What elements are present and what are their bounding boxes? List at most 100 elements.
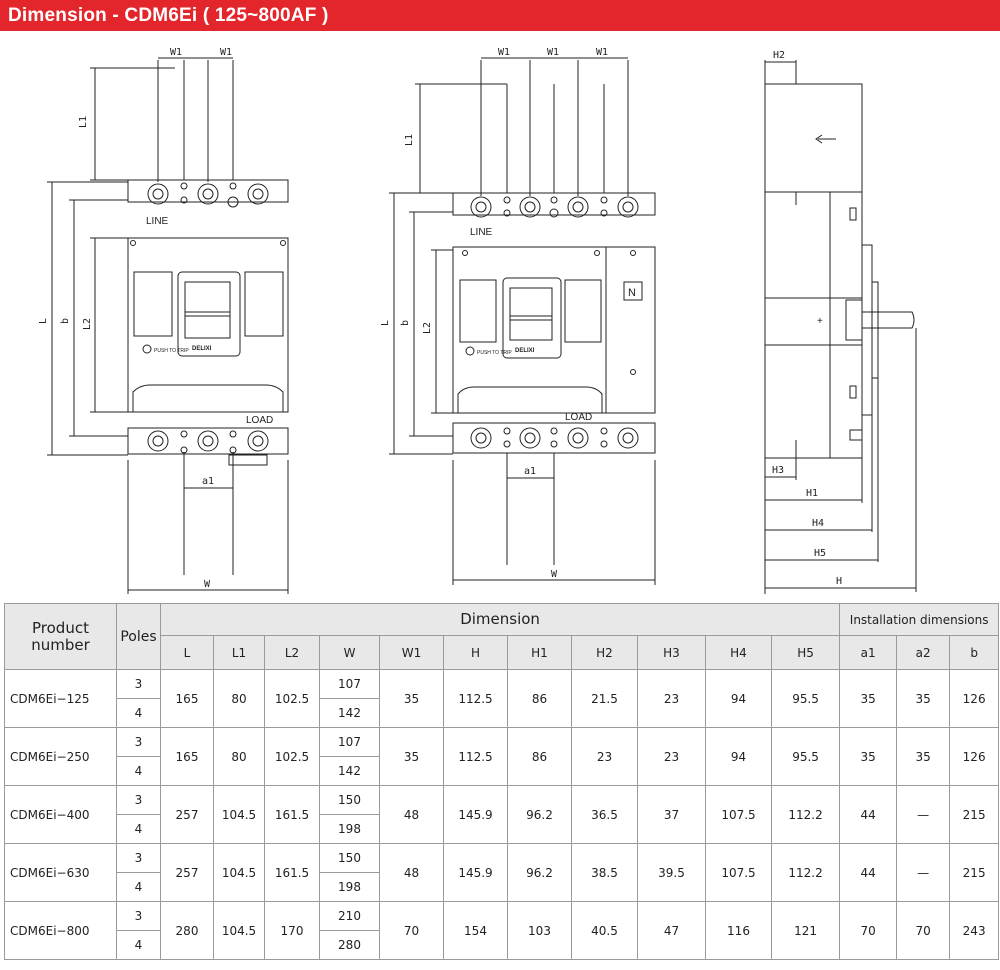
column-header-w1: W1: [379, 635, 444, 670]
cell-product: CDM6Ei−125: [4, 669, 117, 728]
cell-w: 142: [319, 698, 380, 728]
dimension-table: Product number Poles Dimension Installat…: [4, 603, 1000, 960]
cell-a2: —: [896, 785, 951, 844]
cell-poles: 3: [116, 727, 161, 757]
cell-poles: 4: [116, 698, 161, 728]
cell-w: 150: [319, 785, 380, 815]
cell-a1: 44: [839, 843, 898, 902]
label-w: W: [204, 579, 211, 590]
cell-b: 243: [949, 901, 1000, 960]
cell-poles: 4: [116, 756, 161, 786]
cell-poles: 3: [116, 785, 161, 815]
label-l2: L2: [82, 318, 93, 330]
cell-b: 126: [949, 669, 1000, 728]
label-line: LINE: [470, 227, 493, 238]
cell-a1: 70: [839, 901, 898, 960]
cell-h2: 36.5: [571, 785, 638, 844]
cell-l2: 102.5: [264, 669, 320, 728]
label-w1: W1: [170, 47, 182, 58]
cell-w: 210: [319, 901, 380, 931]
label-plus: +: [817, 316, 823, 327]
label-push-to-trip: PUSH TO TRIP: [477, 350, 512, 356]
cell-h4: 94: [705, 727, 772, 786]
cell-h1: 86: [507, 669, 572, 728]
label-l1: L1: [78, 116, 89, 128]
label-a1: a1: [524, 466, 536, 477]
cell-h2: 21.5: [571, 669, 638, 728]
drawing-canvas: W1 W1 L1 L b L2 a1 W LINE LOAD PUSH TO T…: [38, 47, 917, 594]
cell-h5: 121: [770, 901, 841, 960]
cell-l1: 104.5: [213, 901, 265, 960]
cell-w: 107: [319, 727, 380, 757]
cell-l2: 161.5: [264, 785, 320, 844]
front-view-4-pole: [389, 57, 656, 585]
label-w1: W1: [498, 47, 510, 58]
cell-a2: 35: [896, 669, 951, 728]
cell-b: 215: [949, 785, 1000, 844]
header-installation-dimensions: Installation dimensions: [839, 603, 1000, 636]
column-header-l: L: [160, 635, 214, 670]
cell-h: 145.9: [443, 785, 508, 844]
column-header-a1: a1: [839, 635, 898, 670]
cell-poles: 4: [116, 814, 161, 844]
label-b: b: [60, 318, 71, 324]
cell-h2: 40.5: [571, 901, 638, 960]
cell-h1: 103: [507, 901, 572, 960]
cell-poles: 3: [116, 669, 161, 699]
front-view-3-pole: [47, 57, 289, 594]
brand-logo: DELIXI: [192, 346, 212, 352]
label-w1: W1: [220, 47, 232, 58]
cell-poles: 3: [116, 843, 161, 873]
label-neutral: N: [628, 287, 636, 299]
column-header-h: H: [443, 635, 508, 670]
cell-h1: 86: [507, 727, 572, 786]
cell-h3: 23: [637, 727, 706, 786]
cell-l1: 104.5: [213, 785, 265, 844]
label-h: H: [836, 576, 842, 587]
cell-product: CDM6Ei−250: [4, 727, 117, 786]
label-w1: W1: [547, 47, 559, 58]
cell-h1: 96.2: [507, 785, 572, 844]
cell-h4: 94: [705, 669, 772, 728]
cell-w: 150: [319, 843, 380, 873]
cell-product: CDM6Ei−630: [4, 843, 117, 902]
cell-a1: 44: [839, 785, 898, 844]
cell-h3: 37: [637, 785, 706, 844]
cell-l1: 80: [213, 669, 265, 728]
cell-poles: 4: [116, 930, 161, 960]
cell-poles: 4: [116, 872, 161, 902]
label-l2: L2: [422, 322, 433, 334]
label-h4: H4: [812, 518, 824, 529]
cell-product: CDM6Ei−800: [4, 901, 117, 960]
cell-h3: 47: [637, 901, 706, 960]
label-h2: H2: [773, 50, 785, 61]
cell-h1: 96.2: [507, 843, 572, 902]
cell-h4: 107.5: [705, 785, 772, 844]
header-product-number: Product number: [4, 603, 117, 670]
label-w: W: [551, 569, 558, 580]
cell-product: CDM6Ei−400: [4, 785, 117, 844]
column-header-h5: H5: [770, 635, 841, 670]
cell-h2: 23: [571, 727, 638, 786]
label-a1: a1: [202, 476, 214, 487]
cell-h4: 107.5: [705, 843, 772, 902]
column-header-w: W: [319, 635, 380, 670]
cell-a2: 35: [896, 727, 951, 786]
label-b: b: [400, 320, 411, 326]
column-header-l2: L2: [264, 635, 320, 670]
page-title: Dimension - CDM6Ei ( 125~800AF ): [0, 0, 1000, 31]
label-w1: W1: [596, 47, 608, 58]
label-l: L: [380, 320, 391, 326]
column-header-a2: a2: [896, 635, 951, 670]
label-load: LOAD: [246, 415, 273, 426]
cell-w1: 48: [379, 785, 444, 844]
brand-logo: DELIXI: [515, 348, 535, 354]
cell-h5: 95.5: [770, 727, 841, 786]
cell-h4: 116: [705, 901, 772, 960]
